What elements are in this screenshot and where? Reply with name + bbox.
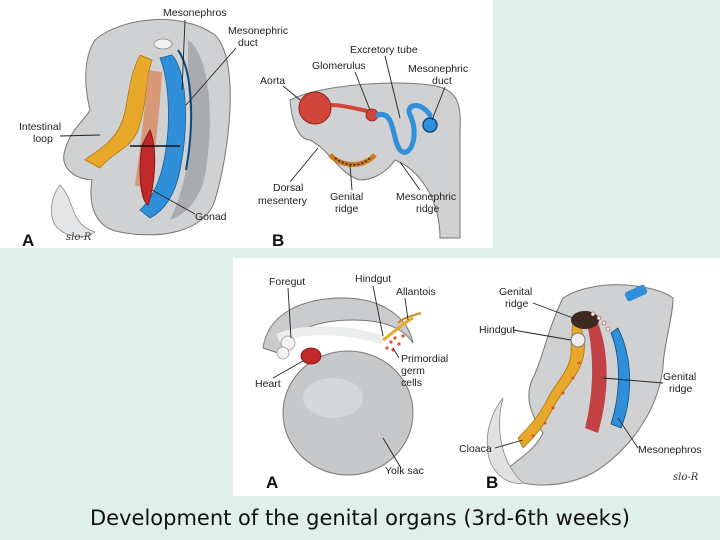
label-foregut: Foregut [269, 276, 305, 288]
label-primordial-germ-cells-3: cells [401, 377, 422, 389]
label-hindgut-b: Hindgut [479, 324, 515, 336]
label-mesonephric-duct-b-2: duct [432, 75, 452, 87]
label-genital-ridge-right: Genital [663, 371, 696, 383]
signature-top: slo-R [66, 232, 92, 243]
heart-shape [300, 347, 322, 365]
mesonephros-shape [139, 54, 186, 219]
label-genital-ridge-left-2: ridge [505, 298, 529, 310]
label-hindgut-a: Hindgut [355, 273, 391, 285]
label-primordial-germ-cells: Primordial [401, 353, 448, 365]
excretory-tube-shape [375, 103, 433, 155]
embryo-section-a [50, 19, 231, 238]
label-excretory-tube: Excretory tube [350, 44, 418, 56]
label-mesonephric-duct-b: Mesonephric [408, 63, 468, 75]
top-leader-lines [59, 19, 446, 215]
bottom-figure-panel: Foregut Hindgut Allantois Primordial ger… [233, 258, 720, 496]
signature-bottom: slo-R [673, 472, 699, 483]
label-dorsal-mesentery-2: mesentery [258, 195, 308, 207]
label-intestinal-loop: Intestinal [19, 121, 61, 133]
label-mesonephros: Mesonephros [163, 7, 227, 19]
top-panel-letter-a: A [22, 231, 34, 248]
top-panel-letter-b: B [272, 231, 284, 248]
label-cloaca: Cloaca [459, 443, 492, 455]
label-dorsal-mesentery: Dorsal [273, 182, 303, 194]
label-mesonephros-b: Mesonephros [638, 444, 702, 456]
bottom-panel-letter-a: A [266, 473, 278, 492]
label-allantois: Allantois [396, 286, 436, 298]
label-heart: Heart [255, 378, 281, 390]
label-mesonephric-duct: Mesonephric [228, 25, 288, 37]
label-glomerulus: Glomerulus [312, 60, 366, 72]
label-mesonephric-ridge: Mesonephric [396, 191, 456, 203]
label-yolk-sac: Yolk sac [385, 465, 424, 477]
bottom-leader-lines [272, 285, 664, 469]
label-gonad: Gonad [195, 211, 227, 223]
label-genital-ridge: Genital [330, 191, 363, 203]
label-genital-ridge-2: ridge [335, 203, 359, 215]
label-genital-ridge-right-2: ridge [669, 383, 693, 395]
bottom-figure-illustration: Foregut Hindgut Allantois Primordial ger… [255, 273, 702, 492]
label-mesonephric-ridge-2: ridge [416, 203, 440, 215]
label-mesonephric-duct-2: duct [238, 37, 258, 49]
intestinal-loop-shape [84, 54, 153, 169]
allantois-shape [382, 316, 414, 342]
aorta-shape [298, 91, 332, 125]
mesonephros-b-shape [610, 327, 631, 429]
label-aorta: Aorta [260, 75, 285, 87]
top-figure-illustration: Mesonephros Mesonephric duct Intestinal … [19, 7, 468, 248]
label-genital-ridge-left: Genital [499, 286, 532, 298]
slide-caption: Development of the genital organs (3rd-6… [90, 506, 630, 530]
label-primordial-germ-cells-2: germ [401, 365, 425, 377]
gonad-shape [139, 129, 156, 206]
embryo-section-b [486, 284, 674, 486]
cross-section-b [289, 82, 461, 239]
bottom-panel-letter-b: B [486, 473, 498, 492]
top-figure-panel: Mesonephros Mesonephric duct Intestinal … [0, 0, 493, 248]
embryo-yolk-sac-a [262, 297, 422, 476]
genital-ridge-b-shape [585, 323, 607, 433]
label-intestinal-loop-2: loop [33, 133, 53, 145]
